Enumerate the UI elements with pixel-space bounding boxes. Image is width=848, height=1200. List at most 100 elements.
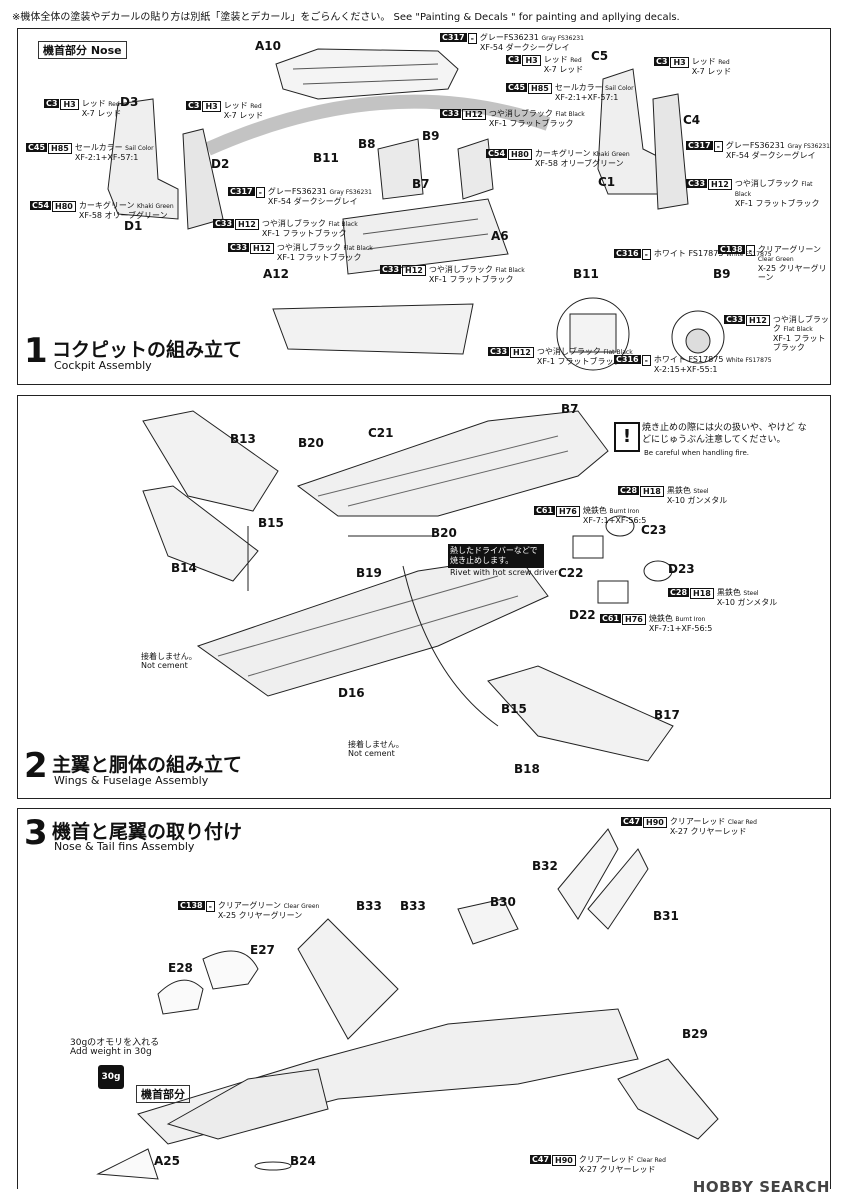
part-label: C5 bbox=[591, 49, 609, 63]
part-label: A12 bbox=[263, 267, 289, 281]
step-title-en: Nose & Tail fins Assembly bbox=[54, 840, 195, 853]
warning-text-en: Be careful when handling fire. bbox=[644, 449, 749, 457]
not-cement-en: Not cement bbox=[141, 661, 188, 670]
part-label: B11 bbox=[573, 267, 599, 281]
header-note: ※機体全体の塗装やデカールの貼り方は別紙「塗装とデカール」をごらんください。 S… bbox=[12, 12, 680, 23]
part-label: B31 bbox=[653, 909, 679, 923]
part-label: B8 bbox=[358, 137, 376, 151]
part-label: C23 bbox=[641, 523, 667, 537]
part-label: C1 bbox=[598, 175, 616, 189]
part-label: B33 bbox=[400, 899, 426, 913]
part-label: B18 bbox=[514, 762, 540, 776]
part-label: D2 bbox=[211, 157, 230, 171]
wings-fuselage-drawing bbox=[142, 410, 674, 762]
part-label: B7 bbox=[412, 177, 430, 191]
warning-icon: ! bbox=[614, 422, 640, 452]
part-label: B15 bbox=[258, 516, 284, 530]
part-label: D1 bbox=[124, 219, 143, 233]
step-1-panel: 機首部分 Nose A10 D3 D2 D1 B8 B9 B11 B7 A6 A… bbox=[17, 28, 831, 385]
rivet-note-en: Rivet with hot screw driver bbox=[450, 568, 558, 577]
step-number: 1 bbox=[24, 331, 48, 371]
rivet-note-jp: 熱したドライバーなどで 焼き止めします。 bbox=[448, 544, 544, 568]
part-label: B9 bbox=[713, 267, 731, 281]
weight-note-jp: 30gのオモリを入れる bbox=[70, 1038, 160, 1048]
watermark: HOBBY SEARCH bbox=[692, 1178, 830, 1196]
part-label: B9 bbox=[422, 129, 440, 143]
step-title-jp: 主翼と胴体の組み立て bbox=[52, 754, 243, 776]
step-number: 2 bbox=[24, 746, 48, 786]
part-label: A10 bbox=[255, 39, 281, 53]
step-2-panel: B13 B20 C21 B7 B15 B14 B20 B19 C23 C22 D… bbox=[17, 395, 831, 799]
part-label: B20 bbox=[298, 436, 324, 450]
part-label: B17 bbox=[654, 708, 680, 722]
part-label: B33 bbox=[356, 899, 382, 913]
part-label: C21 bbox=[368, 426, 394, 440]
step-title-en: Cockpit Assembly bbox=[54, 359, 152, 372]
not-cement-jp: 接着しません。 bbox=[141, 652, 197, 661]
step-number: 3 bbox=[24, 813, 48, 853]
part-label: D3 bbox=[120, 95, 139, 109]
part-label: E27 bbox=[250, 943, 275, 957]
paint-callout: C316-ホワイト FS17875 White FS17875 bbox=[614, 249, 772, 260]
part-label: B19 bbox=[356, 566, 382, 580]
step-title-jp: 機首と尾翼の取り付け bbox=[52, 821, 243, 843]
part-label: A6 bbox=[491, 229, 509, 243]
part-label: B13 bbox=[230, 432, 256, 446]
part-label: B20 bbox=[431, 526, 457, 540]
cockpit-drawing bbox=[107, 48, 725, 371]
part-label: B7 bbox=[561, 402, 579, 416]
part-label: B15 bbox=[501, 702, 527, 716]
part-label: A25 bbox=[154, 1154, 180, 1168]
not-cement-jp: 接着しません。 bbox=[348, 740, 404, 749]
part-label: B24 bbox=[290, 1154, 316, 1168]
weight-icon: 30g bbox=[98, 1065, 124, 1089]
not-cement-en: Not cement bbox=[348, 749, 395, 758]
nose-section-label: 機首部分 bbox=[136, 1085, 190, 1103]
part-label: B32 bbox=[532, 859, 558, 873]
part-label: E28 bbox=[168, 961, 193, 975]
part-label: B29 bbox=[682, 1027, 708, 1041]
part-label: C4 bbox=[683, 113, 701, 127]
weight-note-en: Add weight in 30g bbox=[70, 1047, 152, 1057]
part-label: B30 bbox=[490, 895, 516, 909]
nose-tail-drawing bbox=[96, 828, 719, 1180]
part-label: B14 bbox=[171, 561, 197, 575]
part-label: D23 bbox=[668, 562, 695, 576]
step-3-panel: 3 機首と尾翼の取り付け Nose & Tail fins Assembly B… bbox=[17, 808, 831, 1189]
nose-box-label: 機首部分 Nose bbox=[38, 41, 127, 59]
part-label: B11 bbox=[313, 151, 339, 165]
step-title-jp: コクピットの組み立て bbox=[52, 339, 243, 361]
step-title-en: Wings & Fuselage Assembly bbox=[54, 774, 209, 787]
part-label: D16 bbox=[338, 686, 365, 700]
warning-text-jp: 焼き止めの際には火の扱いや、やけど などにじゅうぶん注意してください。 bbox=[642, 423, 807, 445]
part-label: C22 bbox=[558, 566, 584, 580]
part-label: D22 bbox=[569, 608, 596, 622]
